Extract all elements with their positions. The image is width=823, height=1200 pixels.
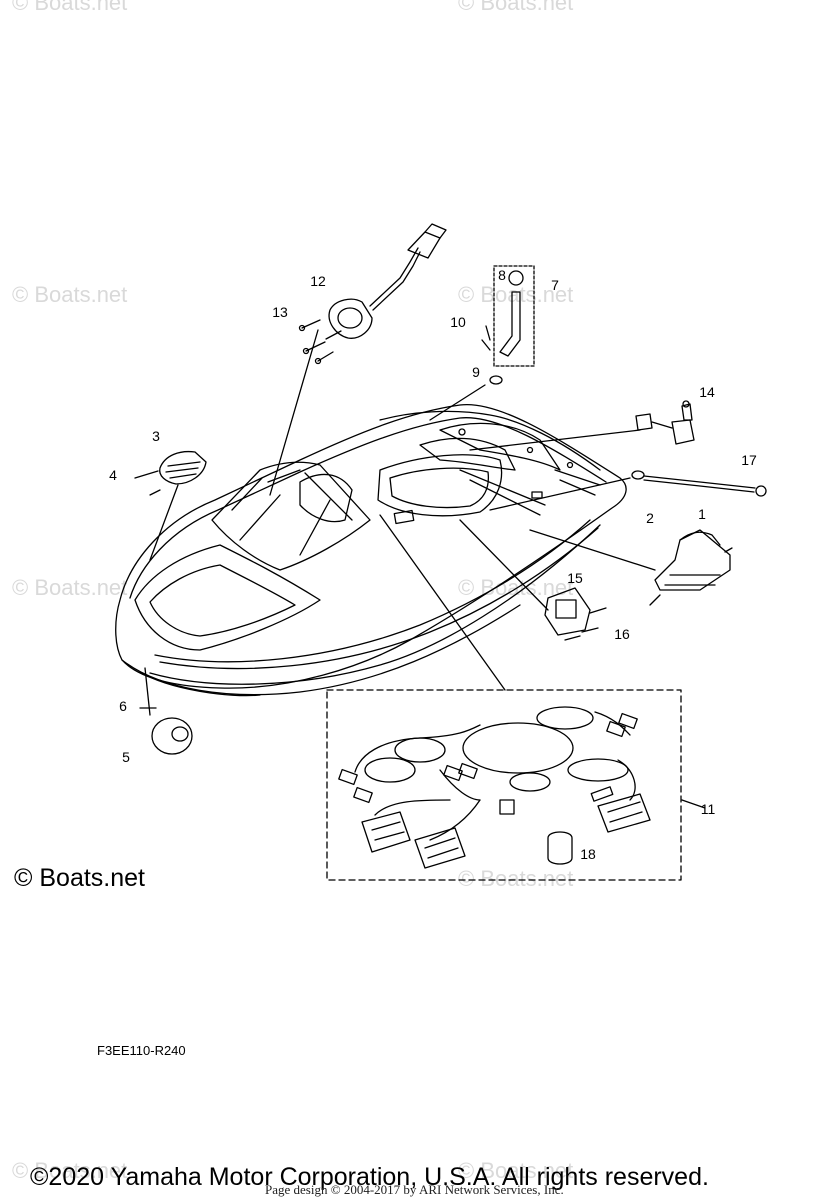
callout-11[interactable]: 11 <box>700 801 716 817</box>
callout-9[interactable]: 9 <box>472 364 480 380</box>
footer-copyright: ©2020 Yamaha Motor Corporation, U.S.A. A… <box>30 1163 709 1191</box>
callout-4[interactable]: 4 <box>109 467 117 483</box>
watermark: © Boats.net <box>458 866 574 891</box>
callout-13[interactable]: 13 <box>272 304 288 320</box>
callout-7[interactable]: 7 <box>551 277 559 293</box>
callout-12[interactable]: 12 <box>310 273 326 289</box>
gauge-assembly <box>298 223 447 365</box>
callout-2[interactable]: 2 <box>646 510 654 526</box>
sensor-14 <box>635 400 695 445</box>
leader-lines <box>144 325 656 716</box>
watermark: © Boats.net <box>12 1158 128 1183</box>
callout-15[interactable]: 15 <box>567 570 583 586</box>
harness-11 <box>326 689 706 881</box>
watermark: © Boats.net <box>458 0 574 15</box>
callout-10[interactable]: 10 <box>450 314 466 330</box>
callout-17[interactable]: 17 <box>741 452 757 468</box>
callout-6[interactable]: 6 <box>119 698 127 714</box>
diagram-reference-code: F3EE110-R240 <box>97 1043 186 1058</box>
box-1-2 <box>649 529 733 606</box>
watermark: © Boats.net <box>458 1158 574 1183</box>
watermark: © Boats.net <box>12 575 128 600</box>
callout-1[interactable]: 1 <box>698 506 706 522</box>
boats-net-copyright: © Boats.net <box>14 864 145 892</box>
cover-3 <box>134 450 207 496</box>
footer-page-design: Page design © 2004-2017 by ARI Network S… <box>265 1182 564 1197</box>
watermark: © Boats.net <box>458 282 574 307</box>
watermark: © Boats.net <box>12 0 128 15</box>
callout-5[interactable]: 5 <box>122 749 130 765</box>
cable-17 <box>631 470 767 497</box>
module-15 <box>544 587 607 641</box>
watermark: © Boats.net <box>12 282 128 307</box>
callout-18[interactable]: 18 <box>580 846 596 862</box>
light-5 <box>139 707 193 755</box>
filler-assembly <box>481 265 535 385</box>
callout-16[interactable]: 16 <box>614 626 630 642</box>
callout-14[interactable]: 14 <box>699 384 715 400</box>
callout-3[interactable]: 3 <box>152 428 160 444</box>
callout-8[interactable]: 8 <box>498 267 506 283</box>
boat-hull <box>115 403 627 697</box>
